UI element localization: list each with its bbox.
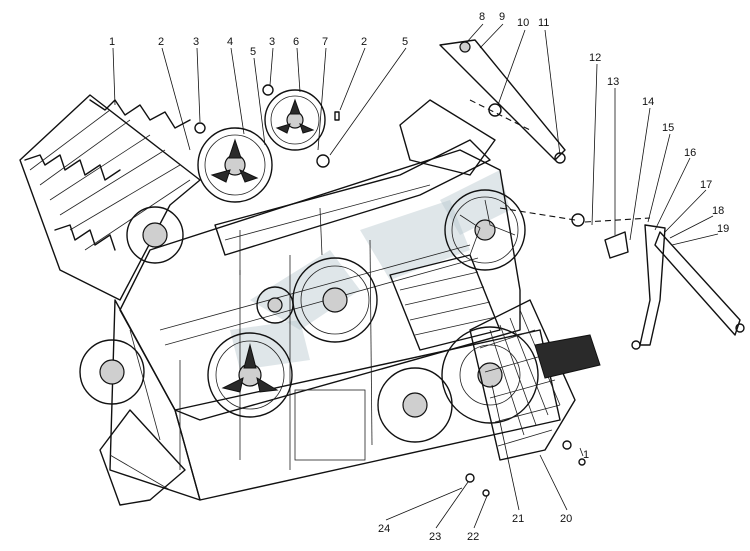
callout-label-12: 12 [589,52,601,64]
leader-lines [112,23,719,529]
pulley-lower-left [207,332,293,418]
callout-label-11: 11 [538,17,549,29]
callout-label-14: 14 [642,96,654,108]
callout-label-5: 5 [250,46,256,58]
callout-label-3: 3 [193,36,199,48]
threshing-rotor [389,254,501,351]
callout-label-3b: 3 [269,36,275,48]
callout-label-19: 19 [717,223,729,235]
left-discharge-chute [99,409,186,506]
callout-label-1: 1 [109,36,115,48]
callout-label-18: 18 [712,205,724,217]
callout-label-16: 16 [684,147,696,159]
screen-drum [441,299,576,461]
callout-label-13: 13 [607,76,619,88]
callout-label-20: 20 [560,513,572,525]
callout-label-5b: 5 [402,36,408,48]
callout-label-23: 23 [429,531,441,543]
callout-label-2: 2 [158,36,164,48]
callout-label-15: 15 [662,122,674,134]
assembly-dash-lines [469,99,651,223]
hardware-bottom [194,84,586,497]
sieve-plate [534,334,601,379]
pulley-top-center [264,89,326,151]
lever-assembly-top [439,39,566,164]
lever-assembly-right [571,213,745,350]
top-cover-panel [214,99,496,275]
callout-label-24: 24 [378,523,390,535]
callout-label-22: 22 [467,531,479,543]
callout-label-21: 21 [512,513,524,525]
pulley-top-left [197,127,273,203]
pulley-lower-center [377,367,453,443]
callout-label-8: 8 [479,11,485,23]
main-frame-housing [109,149,561,501]
callout-label-4: 4 [227,36,233,48]
callout-labels: 1 2 3 4 5 3 6 7 2 5 8 9 10 11 12 13 14 1… [109,11,729,543]
callout-label-6: 6 [293,36,299,48]
pulley-right [444,189,526,271]
callout-label-9: 9 [499,11,505,23]
callout-label-10: 10 [517,17,529,29]
left-rotor-auger [19,94,201,301]
pulley-center [256,257,378,343]
callout-label-1b: 1 [583,449,589,461]
callout-label-17: 17 [700,179,712,191]
callout-label-7: 7 [322,36,328,48]
callout-label-2b: 2 [361,36,367,48]
pulley-far-left [79,339,145,405]
